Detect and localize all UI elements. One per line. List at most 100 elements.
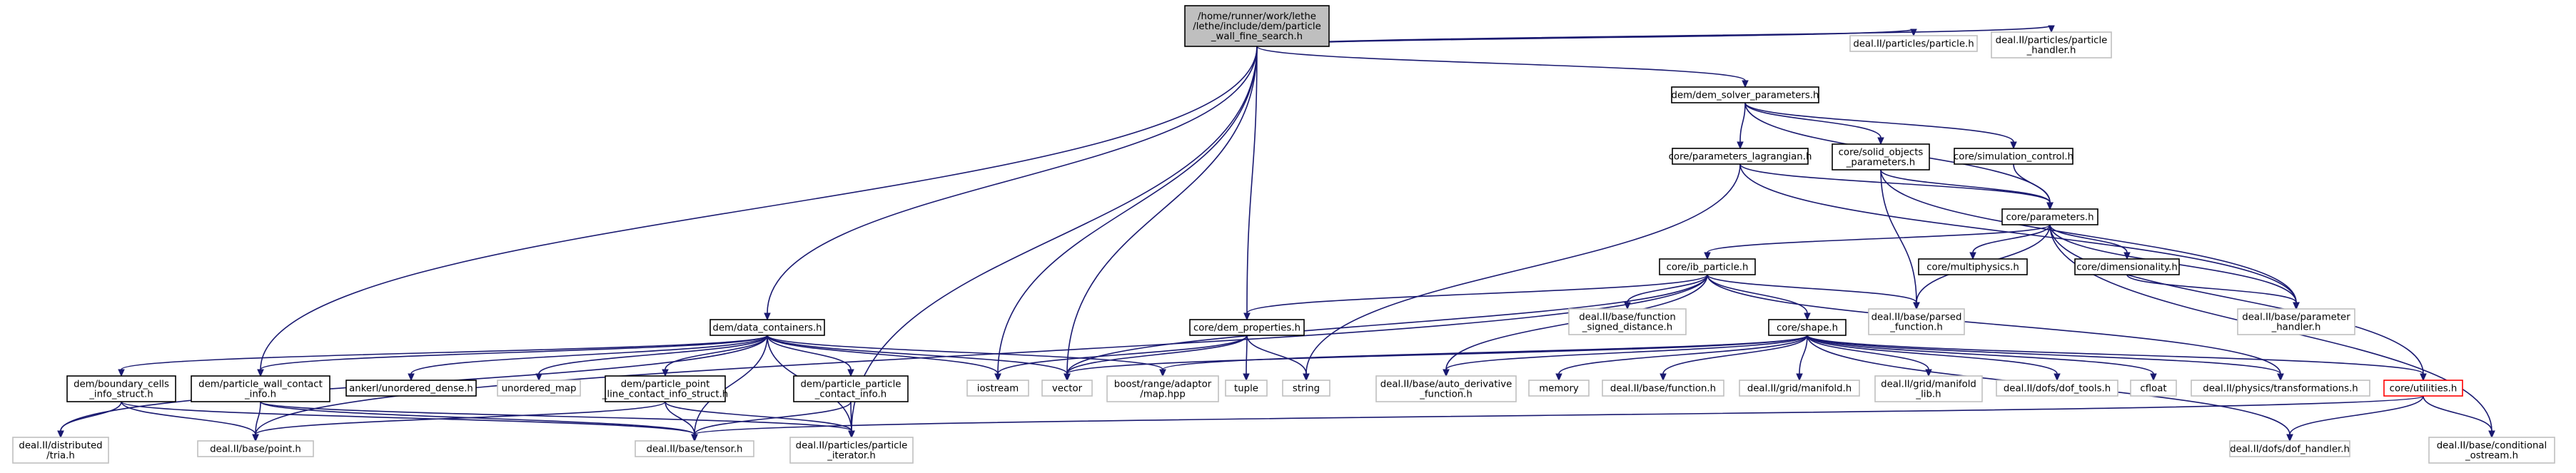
node-label-line: dem/boundary_cells bbox=[74, 380, 169, 390]
edge-data_containers-to-particle_wall_contact bbox=[257, 335, 768, 377]
node-label-line: core/dem_properties.h bbox=[1193, 323, 1300, 334]
node-dimensionality[interactable]: core/dimensionality.h bbox=[2074, 258, 2180, 275]
node-label-line: deal.II/distributed bbox=[19, 441, 102, 452]
node-label-line: deal.II/particles/particle.h bbox=[1853, 39, 1974, 50]
node-auto-derivative[interactable]: deal.II/base/auto_derivative_function.h bbox=[1375, 375, 1517, 402]
node-label-line: unordered_map bbox=[502, 384, 577, 395]
edge-root-to-dem_solver_parameters bbox=[1256, 46, 1749, 88]
node-label-line: boost/range/adaptor bbox=[1114, 380, 1212, 390]
node-utilities[interactable]: core/utilities.h bbox=[2383, 380, 2463, 397]
node-dof-handler[interactable]: deal.II/dofs/dof_handler.h bbox=[2229, 440, 2350, 457]
node-label-line: deal.II/base/parsed bbox=[1872, 312, 1962, 323]
node-solid-objects[interactable]: core/solid_objects_parameters.h bbox=[1832, 143, 1930, 171]
node-simulation-control[interactable]: core/simulation_control.h bbox=[1954, 148, 2074, 165]
node-label-line: _line_contact_info_struct.h bbox=[602, 390, 729, 400]
edge-parameters-to-multiphysics bbox=[1969, 224, 2051, 260]
edge-solid_objects-to-parameters bbox=[1880, 169, 2054, 210]
edge-dem_solver_parameters-to-simulation_control bbox=[1744, 102, 2017, 150]
node-parameters[interactable]: core/parameters.h bbox=[2001, 208, 2098, 225]
node-label-line: deal.II/base/function bbox=[1579, 312, 1676, 323]
node-label-line: iostream bbox=[977, 384, 1019, 395]
node-point-line[interactable]: dem/particle_point_line_contact_info_str… bbox=[602, 375, 729, 402]
node-tria[interactable]: deal.II/distributed/tria.h bbox=[12, 437, 109, 464]
dependency-edges bbox=[57, 25, 2495, 442]
edge-particle_wall_contact-to-particle_iterator bbox=[260, 401, 855, 439]
edge-data_containers-to-boundary_cells bbox=[118, 335, 768, 377]
node-ankerl[interactable]: ankerl/unordered_dense.h bbox=[345, 380, 477, 397]
edge-data_containers-to-particle_particle bbox=[767, 335, 854, 377]
edge-solid_objects-to-parsed_function bbox=[1880, 169, 1920, 310]
edge-point_line-to-base_point bbox=[252, 401, 666, 442]
node-base-point[interactable]: deal.II/base/point.h bbox=[197, 440, 314, 457]
edge-shape-to-manifold bbox=[1796, 335, 1808, 382]
node-label-line: core/simulation_control.h bbox=[1954, 152, 2074, 163]
node-data-containers[interactable]: dem/data_containers.h bbox=[709, 319, 825, 336]
node-parsed-function[interactable]: deal.II/base/parsed_function.h bbox=[1868, 308, 1965, 335]
edge-data_containers-to-vector bbox=[767, 335, 1071, 382]
node-label-line: vector bbox=[1052, 384, 1083, 395]
node-label-line: deal.II/base/point.h bbox=[210, 444, 301, 455]
node-transformations[interactable]: deal.II/physics/transformations.h bbox=[2191, 380, 2370, 397]
node-cfloat[interactable]: cfloat bbox=[2130, 380, 2177, 397]
edge-parameters_lagrangian-to-parameters bbox=[1739, 163, 2054, 210]
node-particle-h[interactable]: deal.II/particles/particle.h bbox=[1849, 35, 1978, 52]
node-manifold[interactable]: deal.II/grid/manifold.h bbox=[1739, 380, 1860, 397]
edge-data_containers-to-iostream bbox=[767, 335, 1001, 382]
node-label-line: dem/dem_solver_parameters.h bbox=[1672, 91, 1819, 101]
node-label-line: core/multiphysics.h bbox=[1926, 263, 2019, 273]
node-label-line: _handler.h bbox=[2271, 322, 2321, 333]
node-multiphysics[interactable]: core/multiphysics.h bbox=[1918, 258, 2028, 275]
node-label-line: dem/particle_wall_contact bbox=[198, 380, 323, 390]
node-ib-particle[interactable]: core/ib_particle.h bbox=[1659, 258, 1756, 275]
node-label-line: memory bbox=[1539, 384, 1579, 395]
node-label-line: _lib.h bbox=[1915, 390, 1941, 400]
node-label-line: tuple bbox=[1234, 384, 1258, 395]
node-shape[interactable]: core/shape.h bbox=[1768, 319, 1847, 336]
edge-dem_solver_parameters-to-parameters_lagrangian bbox=[1737, 102, 1746, 150]
edge-shape-to-cfloat bbox=[1807, 335, 2157, 382]
node-tuple[interactable]: tuple bbox=[1225, 380, 1268, 397]
node-particle-handler[interactable]: deal.II/particles/particle_handler.h bbox=[1991, 31, 2112, 59]
node-boundary-cells[interactable]: dem/boundary_cells_info_struct.h bbox=[66, 375, 176, 402]
node-base-function[interactable]: deal.II/base/function.h bbox=[1602, 380, 1724, 397]
edge-dimensionality-to-parameter_handler bbox=[2126, 274, 2300, 310]
node-unordered-map[interactable]: unordered_map bbox=[497, 380, 581, 397]
node-function-signed[interactable]: deal.II/base/function_signed_distance.h bbox=[1568, 308, 1687, 335]
node-particle-particle[interactable]: dem/particle_particle_contact_info.h bbox=[793, 375, 909, 402]
edge-utilities-to-dof_handler bbox=[2286, 395, 2424, 442]
node-label-line: deal.II/base/function.h bbox=[1610, 384, 1716, 395]
node-iostream[interactable]: iostream bbox=[966, 380, 1029, 397]
node-label-line: cfloat bbox=[2140, 384, 2166, 395]
node-label-line: deal.II/particles/particle bbox=[796, 441, 908, 452]
node-dem-solver-parameters[interactable]: dem/dem_solver_parameters.h bbox=[1671, 86, 1819, 103]
node-memory[interactable]: memory bbox=[1528, 380, 1590, 397]
node-label-line: deal.II/base/auto_derivative bbox=[1380, 380, 1512, 390]
node-label-line: dem/particle_particle bbox=[800, 380, 901, 390]
edge-dem_properties-to-string bbox=[1246, 335, 1310, 382]
node-tensor[interactable]: deal.II/base/tensor.h bbox=[635, 440, 754, 457]
node-parameter-handler[interactable]: deal.II/base/parameter_handler.h bbox=[2237, 308, 2355, 335]
node-dem-properties[interactable]: core/dem_properties.h bbox=[1189, 319, 1305, 336]
node-vector[interactable]: vector bbox=[1041, 380, 1093, 397]
node-dof-tools[interactable]: deal.II/dofs/dof_tools.h bbox=[1996, 380, 2118, 397]
edge-particle_wall_contact-to-tensor bbox=[260, 401, 698, 442]
node-particle-wall-contact[interactable]: dem/particle_wall_contact_info.h bbox=[191, 375, 330, 402]
node-manifold-lib[interactable]: deal.II/grid/manifold_lib.h bbox=[1874, 375, 1983, 402]
edge-boundary_cells-to-tensor bbox=[121, 401, 698, 442]
node-conditional-ostream[interactable]: deal.II/base/conditional_ostream.h bbox=[2428, 437, 2555, 464]
edge-root-to-particle_h bbox=[1256, 29, 1917, 47]
edge-shape-to-memory bbox=[1555, 335, 1808, 382]
edge-particle_particle-to-tensor bbox=[691, 401, 852, 442]
node-boost-map[interactable]: boost/range/adaptor/map.hpp bbox=[1106, 375, 1219, 402]
node-parameters-lagrangian[interactable]: core/parameters_lagrangian.h bbox=[1669, 148, 1812, 165]
node-particle-iterator[interactable]: deal.II/particles/particle_iterator.h bbox=[789, 437, 914, 464]
node-label-line: core/parameters_lagrangian.h bbox=[1669, 152, 1812, 163]
node-label-line: deal.II/particles/particle bbox=[1996, 36, 2108, 46]
node-label-line: string bbox=[1293, 384, 1320, 395]
node-label-line: deal.II/dofs/dof_tools.h bbox=[2004, 384, 2111, 395]
node-string[interactable]: string bbox=[1282, 380, 1330, 397]
node-label-line: _wall_fine_search.h bbox=[1211, 31, 1303, 42]
edge-data_containers-to-point_line bbox=[662, 335, 768, 377]
node-label-line: /map.hpp bbox=[1140, 390, 1186, 400]
